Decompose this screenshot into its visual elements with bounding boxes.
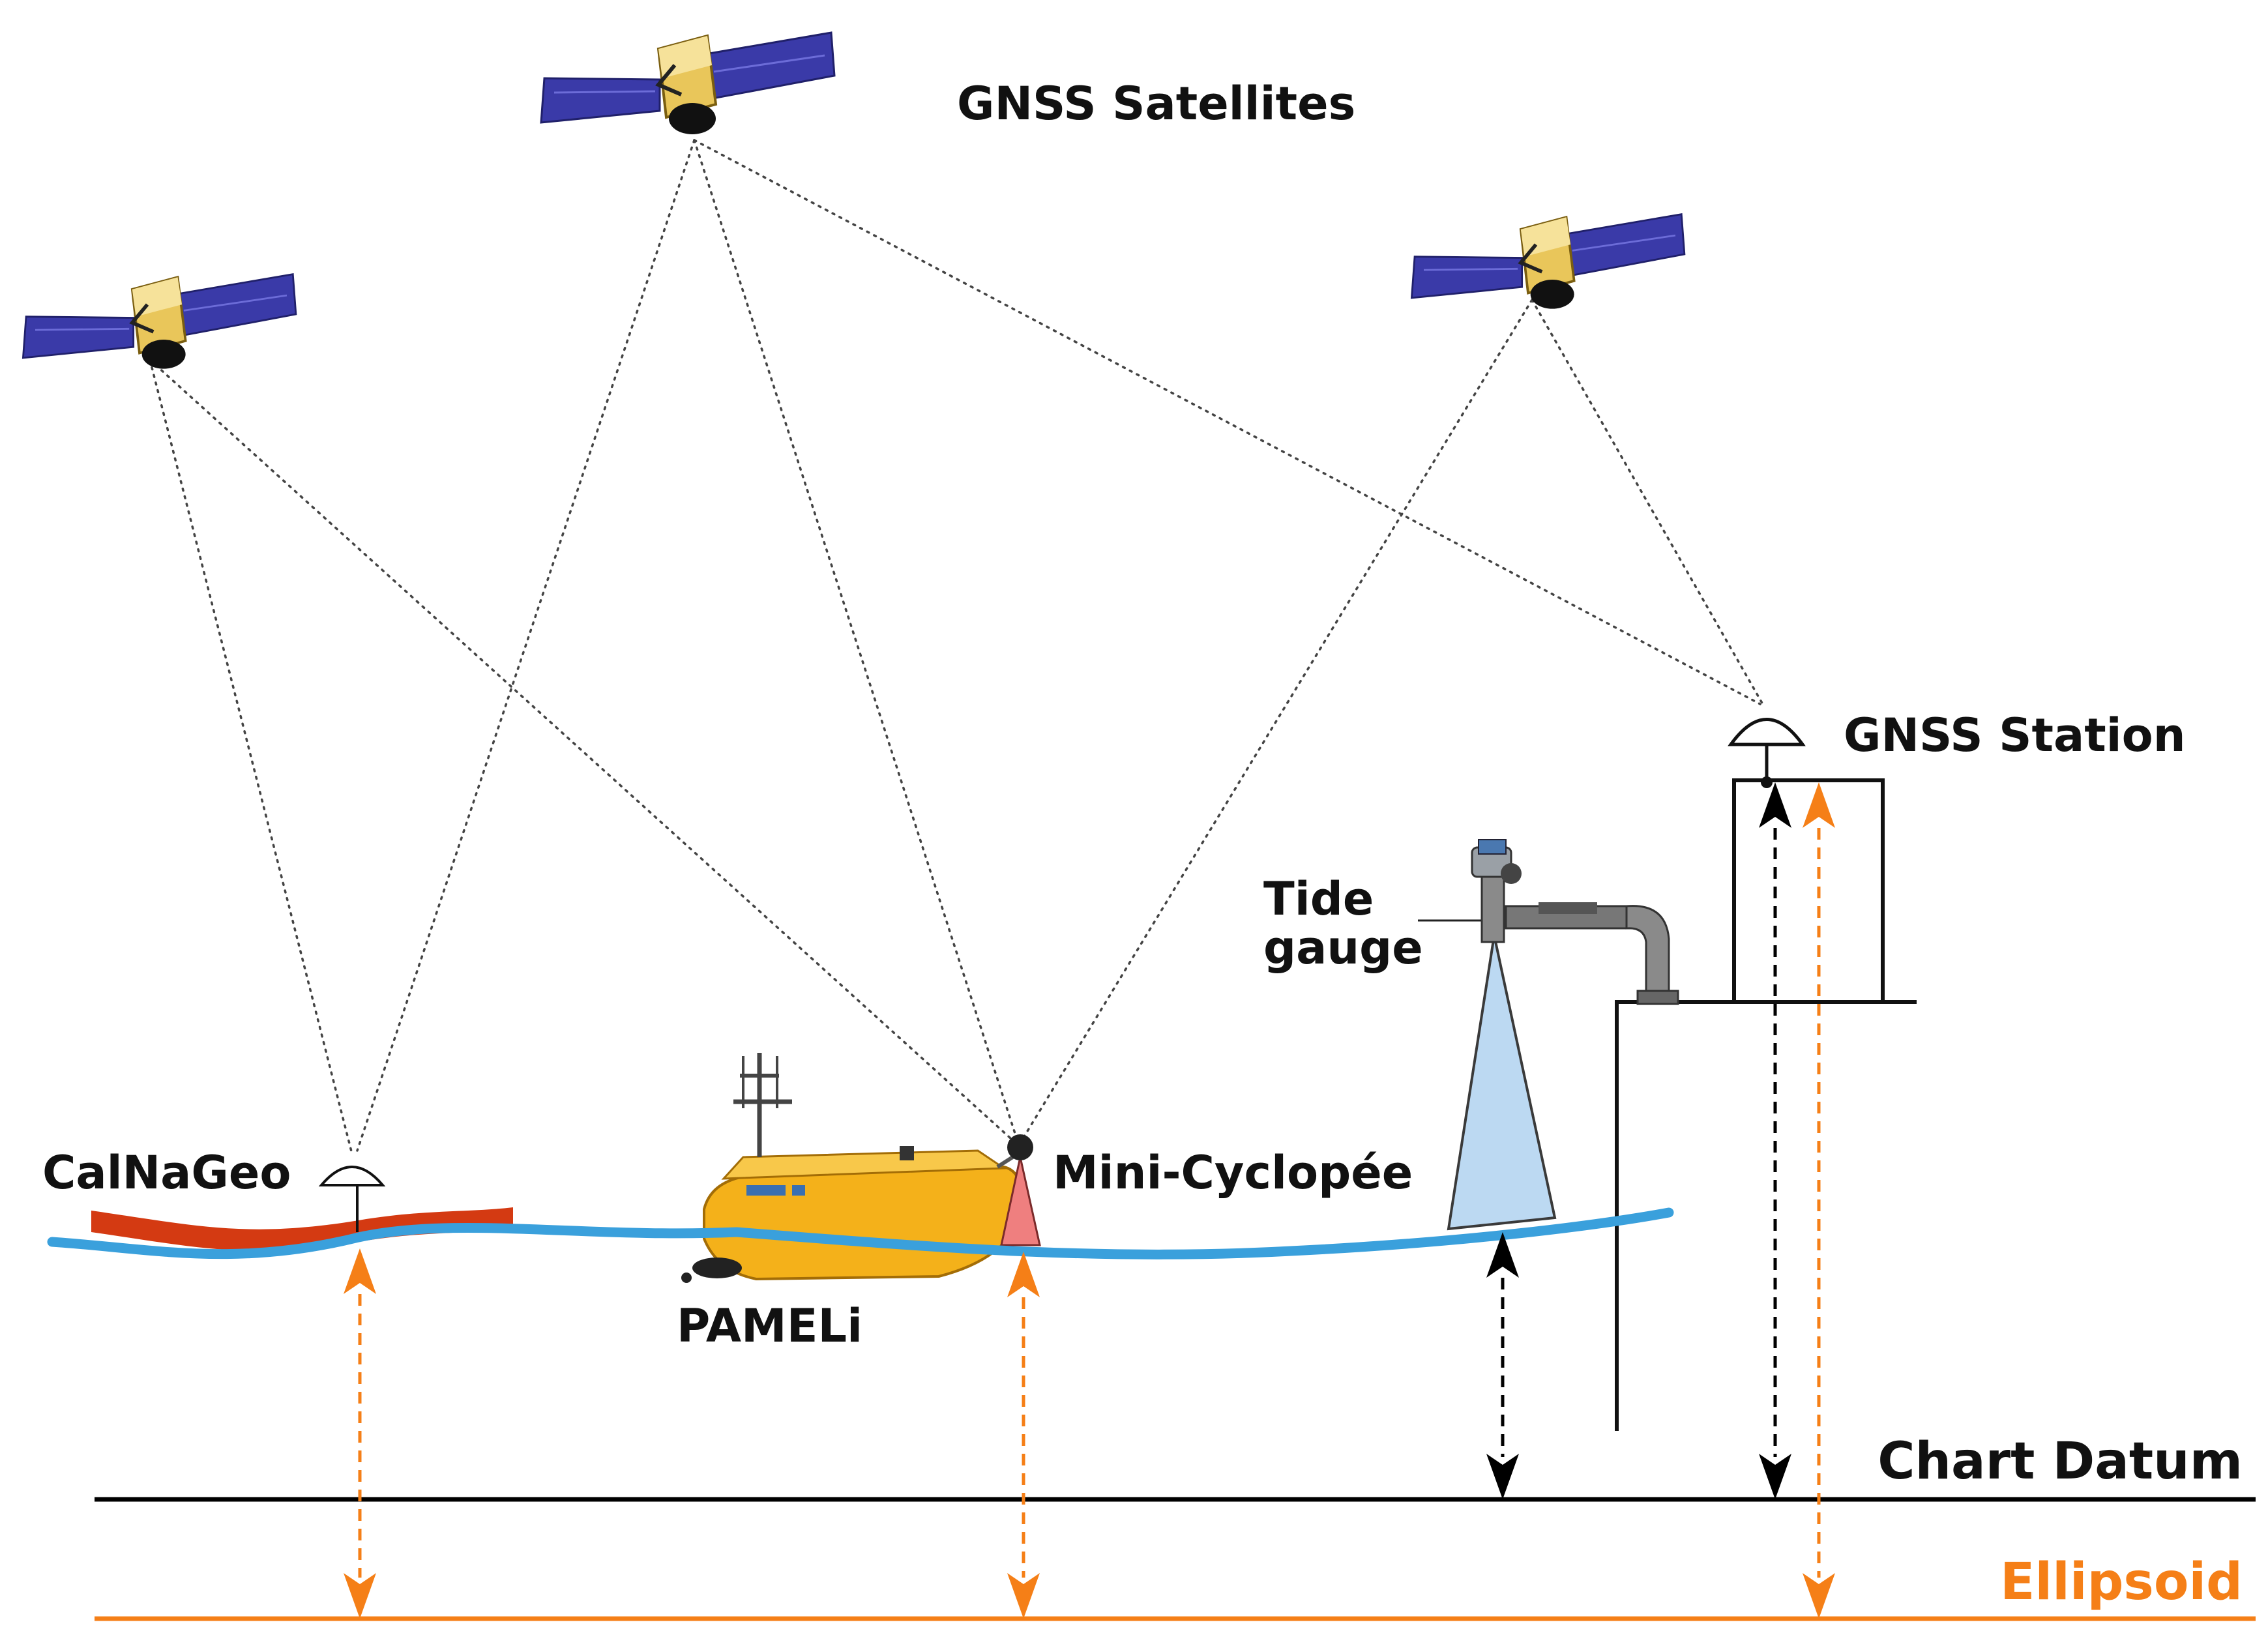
arrow-tide-gauge-chart-datum <box>1486 1232 1519 1499</box>
gnss-antenna-icon <box>1007 1134 1033 1160</box>
sightline-sat-center-calnageo <box>356 139 696 1152</box>
ellipsoid-height-arrows <box>344 782 1835 1619</box>
gnss-antenna-icon <box>318 1166 386 1232</box>
gnss-antenna-icon <box>1728 718 1806 782</box>
sightline-sat-center-station <box>693 139 1761 705</box>
ellipsoid-label: Ellipsoid <box>2000 1553 2243 1611</box>
calnageo-label: CalNaGeo <box>42 1146 291 1199</box>
tide-gauge-label-line1: Tide <box>1263 872 1374 926</box>
chart-datum-label: Chart Datum <box>1878 1432 2243 1491</box>
chart-datum-height-arrows <box>1486 776 1791 1499</box>
minicyclopee-label: Mini-Cyclopée <box>1053 1146 1413 1199</box>
sightline-sat-left-minicyclopee <box>149 359 1018 1145</box>
arrow-minicyclopee-ellipsoid <box>1007 1252 1040 1619</box>
quay <box>1615 778 1917 1431</box>
minicyclopee-cone <box>1000 1156 1041 1246</box>
tide-gauge-label-line2: gauge <box>1263 921 1423 975</box>
sightline-sat-left-calnageo <box>149 359 353 1155</box>
satellite-icon <box>541 33 834 134</box>
sightline-sat-center-minicyclopee <box>693 139 1018 1141</box>
arrow-calnageo-ellipsoid <box>344 1248 376 1619</box>
sightline-sat-right-station <box>1531 299 1765 707</box>
arrow-station-ellipsoid <box>1803 782 1835 1619</box>
sea-surface <box>47 1207 1674 1259</box>
pameli-label: PAMELi <box>677 1299 862 1353</box>
satellite-sight-lines <box>149 139 1765 1155</box>
tide-gauge-icon <box>1471 839 1679 1005</box>
arrow-station-chart-datum <box>1759 776 1791 1499</box>
satellite-icon <box>23 274 296 369</box>
calnageo-float <box>91 1207 513 1251</box>
satellite-icon <box>1411 214 1685 309</box>
gnss-station-label: GNSS Station <box>1844 709 2186 762</box>
tide-gauge-beam <box>1447 935 1557 1231</box>
satellites-label: GNSS Satellites <box>957 77 1355 130</box>
sightline-sat-right-minicyclopee <box>1022 299 1533 1139</box>
